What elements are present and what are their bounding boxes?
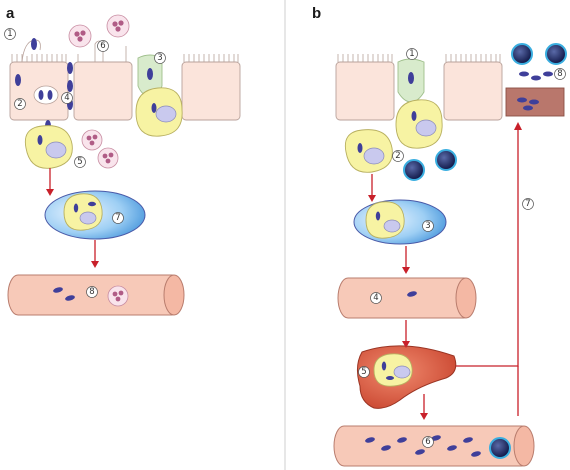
neutrophil-icon [81, 129, 103, 151]
marker-b-8: 8 [554, 68, 566, 80]
bacterium-icon [15, 74, 21, 86]
arrowhead [46, 189, 54, 196]
neutrophil-icon [97, 147, 119, 169]
arrowhead [368, 195, 376, 202]
marker-a-7: 7 [112, 212, 124, 224]
bacterium-icon [519, 71, 529, 77]
panel-b-label: b [312, 5, 321, 22]
liver-icon [356, 345, 457, 409]
blood-vessel-icon [333, 425, 535, 467]
marker-a-6: 6 [97, 40, 109, 52]
immune-cell-icon [435, 149, 457, 171]
svg-text:8: 8 [557, 69, 562, 79]
marker-b-5: 5 [358, 366, 370, 378]
panel-a: a [4, 5, 241, 316]
macrophage-icon [24, 125, 73, 169]
marker-a-3: 3 [154, 52, 166, 64]
arrowhead [402, 267, 410, 274]
panel-a-label: a [6, 5, 15, 22]
epithelial-cell-icon [73, 61, 133, 121]
svg-text:3: 3 [157, 53, 162, 63]
neutrophil-icon [106, 14, 130, 38]
svg-text:1: 1 [409, 49, 414, 59]
marker-b-7: 7 [522, 198, 534, 210]
blood-vessel-icon [337, 277, 477, 319]
svg-text:1: 1 [7, 29, 12, 39]
immune-cell-icon [545, 43, 567, 65]
lymph-node-icon [44, 190, 146, 240]
bacterium-icon [543, 71, 553, 77]
svg-text:5: 5 [77, 157, 82, 167]
immune-cell-icon [511, 43, 533, 65]
lymph-node-icon [353, 199, 447, 245]
arrowhead [91, 261, 99, 268]
bacterium-icon [67, 62, 73, 74]
marker-a-8: 8 [86, 286, 98, 298]
macrophage-icon [344, 129, 393, 173]
svg-text:6: 6 [425, 437, 430, 447]
epithelial-cell-icon [335, 61, 395, 121]
marker-a-5: 5 [74, 156, 86, 168]
bacterium-icon [531, 75, 541, 81]
marker-b-6: 6 [422, 436, 434, 448]
marker-a-4: 4 [61, 92, 73, 104]
svg-text:4: 4 [64, 93, 69, 103]
svg-text:4: 4 [373, 293, 378, 303]
svg-text:5: 5 [361, 367, 366, 377]
bacterium-icon [147, 68, 153, 80]
immune-cell-icon [403, 159, 425, 181]
marker-a-2: 2 [14, 98, 26, 110]
marker-b-2: 2 [392, 150, 404, 162]
arrow-loop [456, 128, 519, 367]
svg-text:7: 7 [115, 213, 120, 223]
epithelium-b [335, 54, 503, 121]
svg-text:2: 2 [17, 99, 22, 109]
marker-b-3: 3 [422, 220, 434, 232]
neutrophil-icon [68, 24, 92, 48]
macrophage-icon [395, 99, 443, 149]
macrophage-icon [135, 87, 183, 137]
vacuole-icon [33, 85, 59, 105]
epithelial-cell-icon [443, 61, 503, 121]
marker-a-1: 1 [4, 28, 16, 40]
svg-text:6: 6 [100, 41, 105, 51]
epithelial-cell-icon [181, 61, 241, 121]
svg-text:8: 8 [89, 287, 94, 297]
panel-b: b [312, 5, 567, 467]
bacterium-icon [67, 80, 73, 92]
svg-text:3: 3 [425, 221, 430, 231]
svg-text:2: 2 [395, 151, 400, 161]
bacterium-icon [31, 38, 37, 50]
marker-b-1: 1 [406, 48, 418, 60]
arrowhead [514, 122, 522, 130]
arrowhead [420, 413, 428, 420]
arrowhead [402, 341, 410, 348]
marker-b-4: 4 [370, 292, 382, 304]
spleen-tissue-icon [505, 87, 565, 117]
epithelium-a [9, 39, 241, 121]
svg-text:7: 7 [525, 199, 530, 209]
